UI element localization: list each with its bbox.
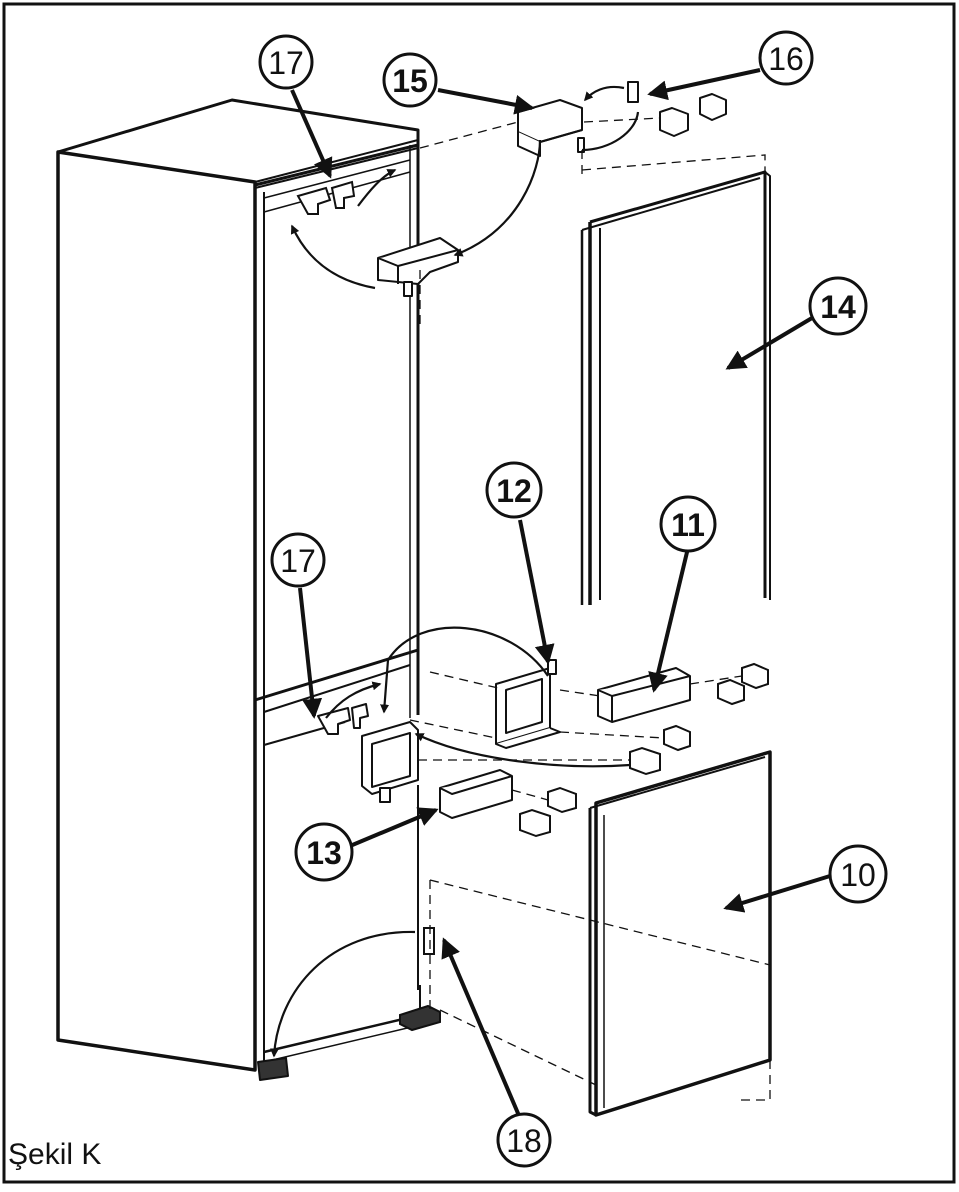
lower-door-panel	[588, 750, 772, 1117]
callout-15: 15	[382, 52, 438, 108]
callout-17-middle: 17	[270, 532, 326, 588]
callout-14: 14	[808, 276, 868, 336]
top-hinge-bracket	[377, 237, 459, 297]
callout-label: 15	[392, 63, 428, 99]
motion-arrows	[269, 85, 640, 1058]
hinge-screws	[519, 662, 769, 838]
top-rail-clips	[296, 180, 356, 215]
callout-11: 11	[659, 495, 717, 553]
callout-10: 10	[828, 844, 888, 904]
callout-13: 13	[294, 822, 354, 882]
callout-label: 12	[496, 473, 532, 509]
callout-label: 16	[768, 41, 804, 77]
callout-12: 12	[485, 461, 543, 519]
callout-label: 10	[840, 857, 876, 893]
callout-label: 17	[268, 45, 304, 81]
alignment-guides	[409, 117, 771, 1101]
middle-hinge-parts	[317, 659, 691, 819]
callout-label: 13	[306, 835, 342, 871]
callout-17-top: 17	[258, 34, 314, 90]
callout-leaders	[290, 68, 831, 1119]
bottom-hinge-parts	[399, 927, 441, 1032]
callout-18: 18	[496, 1112, 552, 1168]
refrigerator-cabinet	[56, 98, 421, 1081]
callout-label: 18	[506, 1123, 542, 1159]
callout-16: 16	[758, 30, 814, 86]
callout-label: 17	[280, 543, 316, 579]
callout-label: 14	[820, 289, 856, 325]
callout-label: 11	[671, 507, 705, 543]
top-hinge-assembly	[517, 81, 727, 157]
figure-caption: Şekil K	[8, 1138, 102, 1171]
